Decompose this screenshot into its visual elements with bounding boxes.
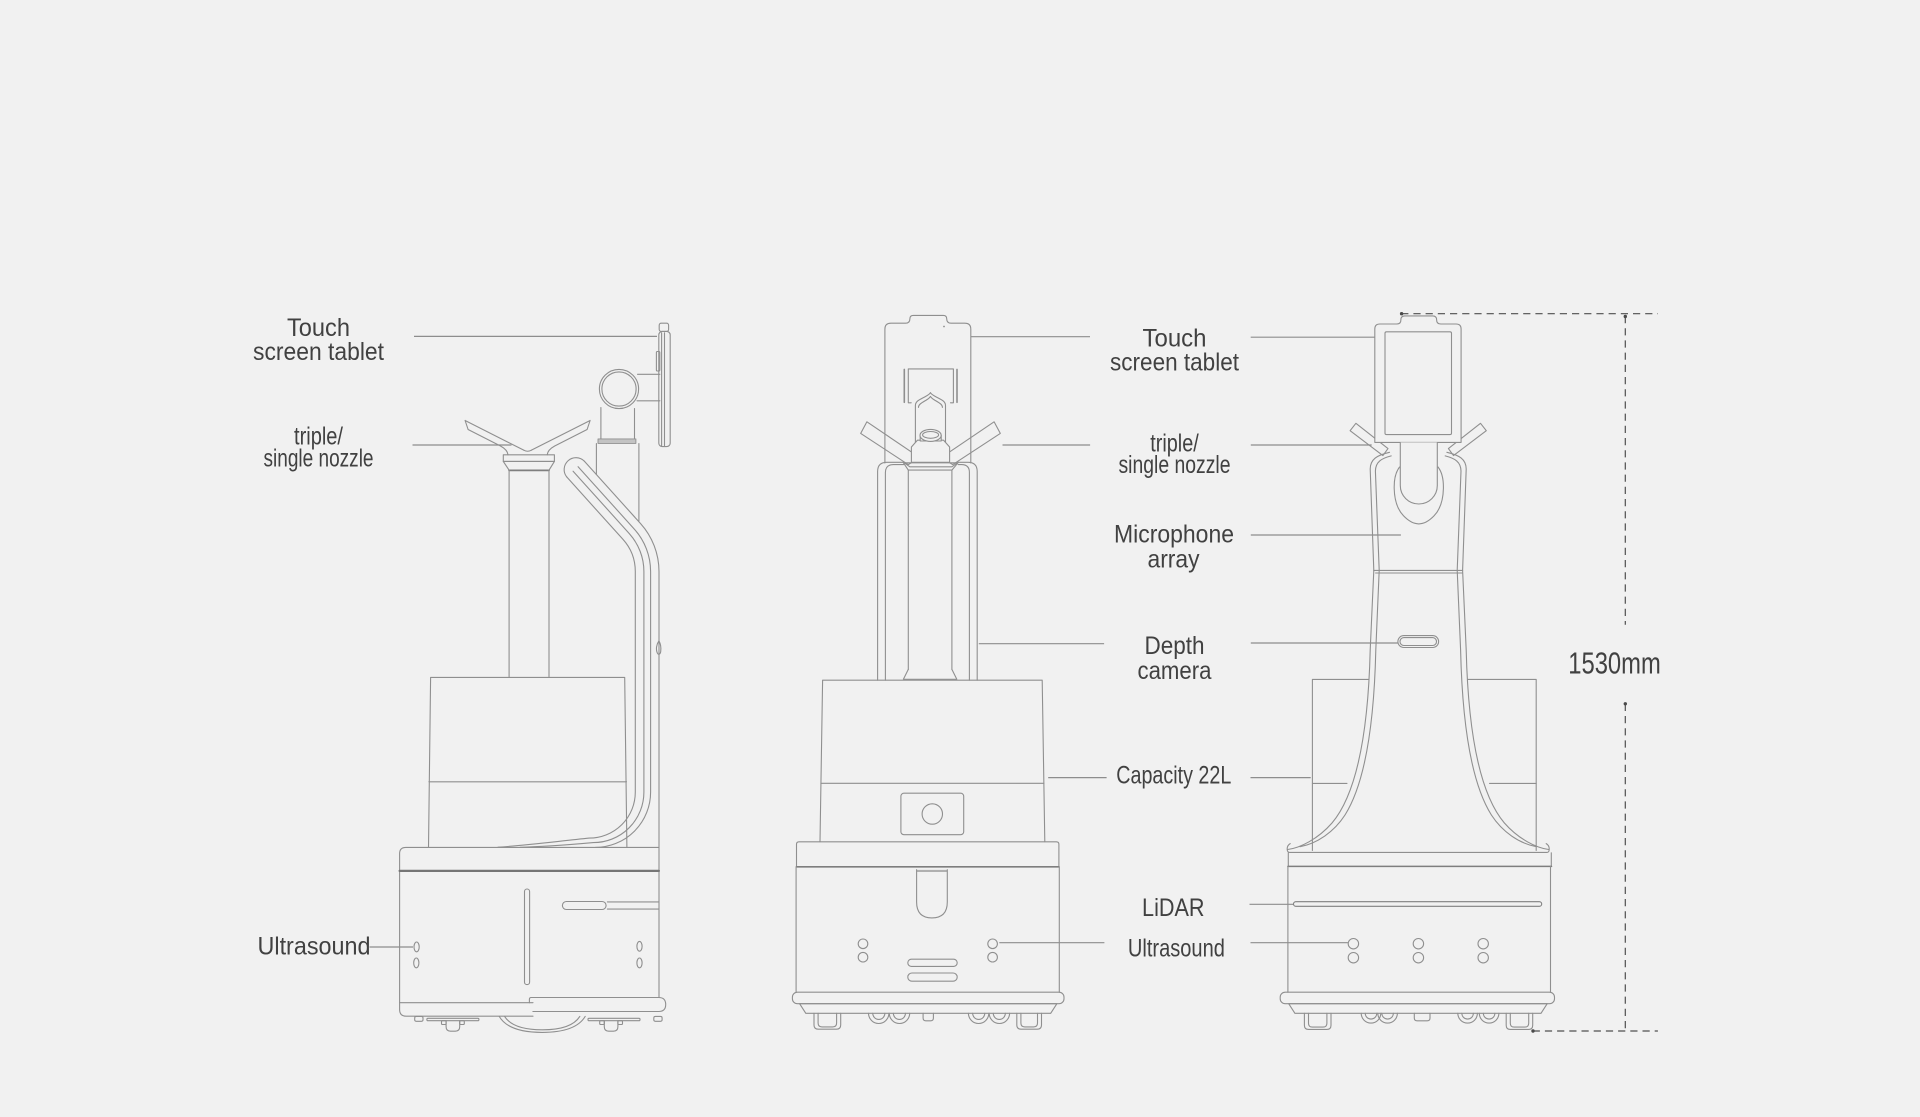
svg-text:triple/: triple/ <box>1150 430 1199 458</box>
svg-text:Ultrasound: Ultrasound <box>1128 935 1225 963</box>
svg-text:screen tablet: screen tablet <box>253 338 384 366</box>
svg-text:array: array <box>1148 546 1200 574</box>
svg-text:single nozzle: single nozzle <box>1119 451 1231 479</box>
svg-text:Touch: Touch <box>287 314 350 342</box>
svg-text:screen tablet: screen tablet <box>1110 349 1239 377</box>
svg-text:Capacity 22L: Capacity 22L <box>1116 762 1231 790</box>
svg-text:Microphone: Microphone <box>1114 521 1234 549</box>
svg-text:camera: camera <box>1138 657 1212 685</box>
svg-text:1530mm: 1530mm <box>1568 646 1661 681</box>
svg-text:LiDAR: LiDAR <box>1142 894 1205 922</box>
svg-text:triple/: triple/ <box>294 423 343 451</box>
svg-text:Depth: Depth <box>1145 632 1205 660</box>
svg-text:Ultrasound: Ultrasound <box>258 933 371 961</box>
svg-text:single nozzle: single nozzle <box>264 445 374 473</box>
svg-text:Touch: Touch <box>1143 325 1207 353</box>
